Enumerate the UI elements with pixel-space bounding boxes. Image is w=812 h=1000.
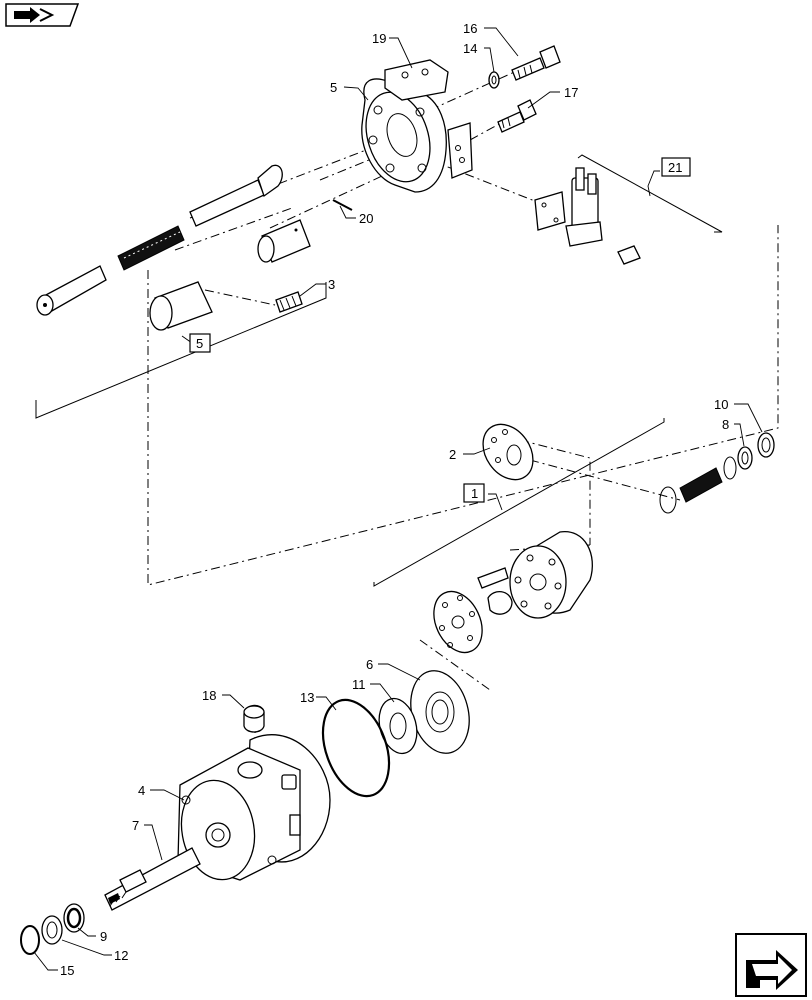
port-plate-2 <box>482 423 534 481</box>
ring-15 <box>20 925 40 955</box>
boxed-callout-21: 21 <box>661 157 691 177</box>
ring-10 <box>757 432 775 458</box>
sleeve <box>257 219 311 263</box>
long-pin <box>36 265 107 316</box>
seal-12 <box>41 915 63 945</box>
leader-lines <box>33 27 763 971</box>
callout-9: 9 <box>100 929 107 944</box>
relief-spring <box>117 225 185 271</box>
callout-6: 6 <box>366 657 373 672</box>
cap-18 <box>243 704 265 733</box>
o-ring-13 <box>321 698 391 798</box>
callout-20: 20 <box>359 211 373 226</box>
snap-ring-left <box>659 486 677 514</box>
callout-1: 1 <box>471 486 478 501</box>
callout-8: 8 <box>722 417 729 432</box>
compensator-spring <box>679 467 723 503</box>
callout-5-boxed: 5 <box>196 336 203 351</box>
small-spring <box>275 291 303 313</box>
callout-2: 2 <box>449 447 456 462</box>
valve-body <box>361 59 473 193</box>
seal-8 <box>723 456 737 480</box>
solenoid-valve <box>534 167 641 265</box>
bolt-16 <box>511 45 561 81</box>
callout-21: 21 <box>668 160 682 175</box>
callout-16: 16 <box>463 21 477 36</box>
callout-4: 4 <box>138 783 145 798</box>
callout-11: 11 <box>352 677 366 692</box>
boxed-callout-1: 1 <box>463 483 485 503</box>
bearing-9 <box>63 903 85 933</box>
retainer-plate <box>433 590 483 654</box>
plug-cylinder <box>149 281 213 331</box>
washer-14 <box>488 71 500 89</box>
book-arrow-icon[interactable] <box>5 3 80 27</box>
callout-10: 10 <box>714 397 728 412</box>
cylinder-block <box>509 531 594 619</box>
bolt-17 <box>497 99 537 133</box>
callout-17: 17 <box>564 85 578 100</box>
callout-5-plain: 5 <box>330 80 337 95</box>
spool-bolt <box>189 164 283 227</box>
ring-8b <box>737 446 753 470</box>
boxed-callout-5: 5 <box>189 333 211 353</box>
callout-13: 13 <box>300 690 314 705</box>
callout-18: 18 <box>202 688 216 703</box>
pump-housing <box>177 734 331 881</box>
drive-shaft <box>104 847 201 911</box>
callout-7: 7 <box>132 818 139 833</box>
callout-15: 15 <box>60 963 74 978</box>
callout-3: 3 <box>328 277 335 292</box>
next-page-arrow-icon[interactable] <box>735 933 807 997</box>
bracket-lines <box>35 154 723 587</box>
callout-labels: 19 5 16 14 17 20 3 2 10 8 6 11 13 18 4 7… <box>60 21 729 978</box>
piston <box>477 567 513 615</box>
callout-14: 14 <box>463 41 477 56</box>
callout-12: 12 <box>114 948 128 963</box>
callout-19: 19 <box>372 31 386 46</box>
